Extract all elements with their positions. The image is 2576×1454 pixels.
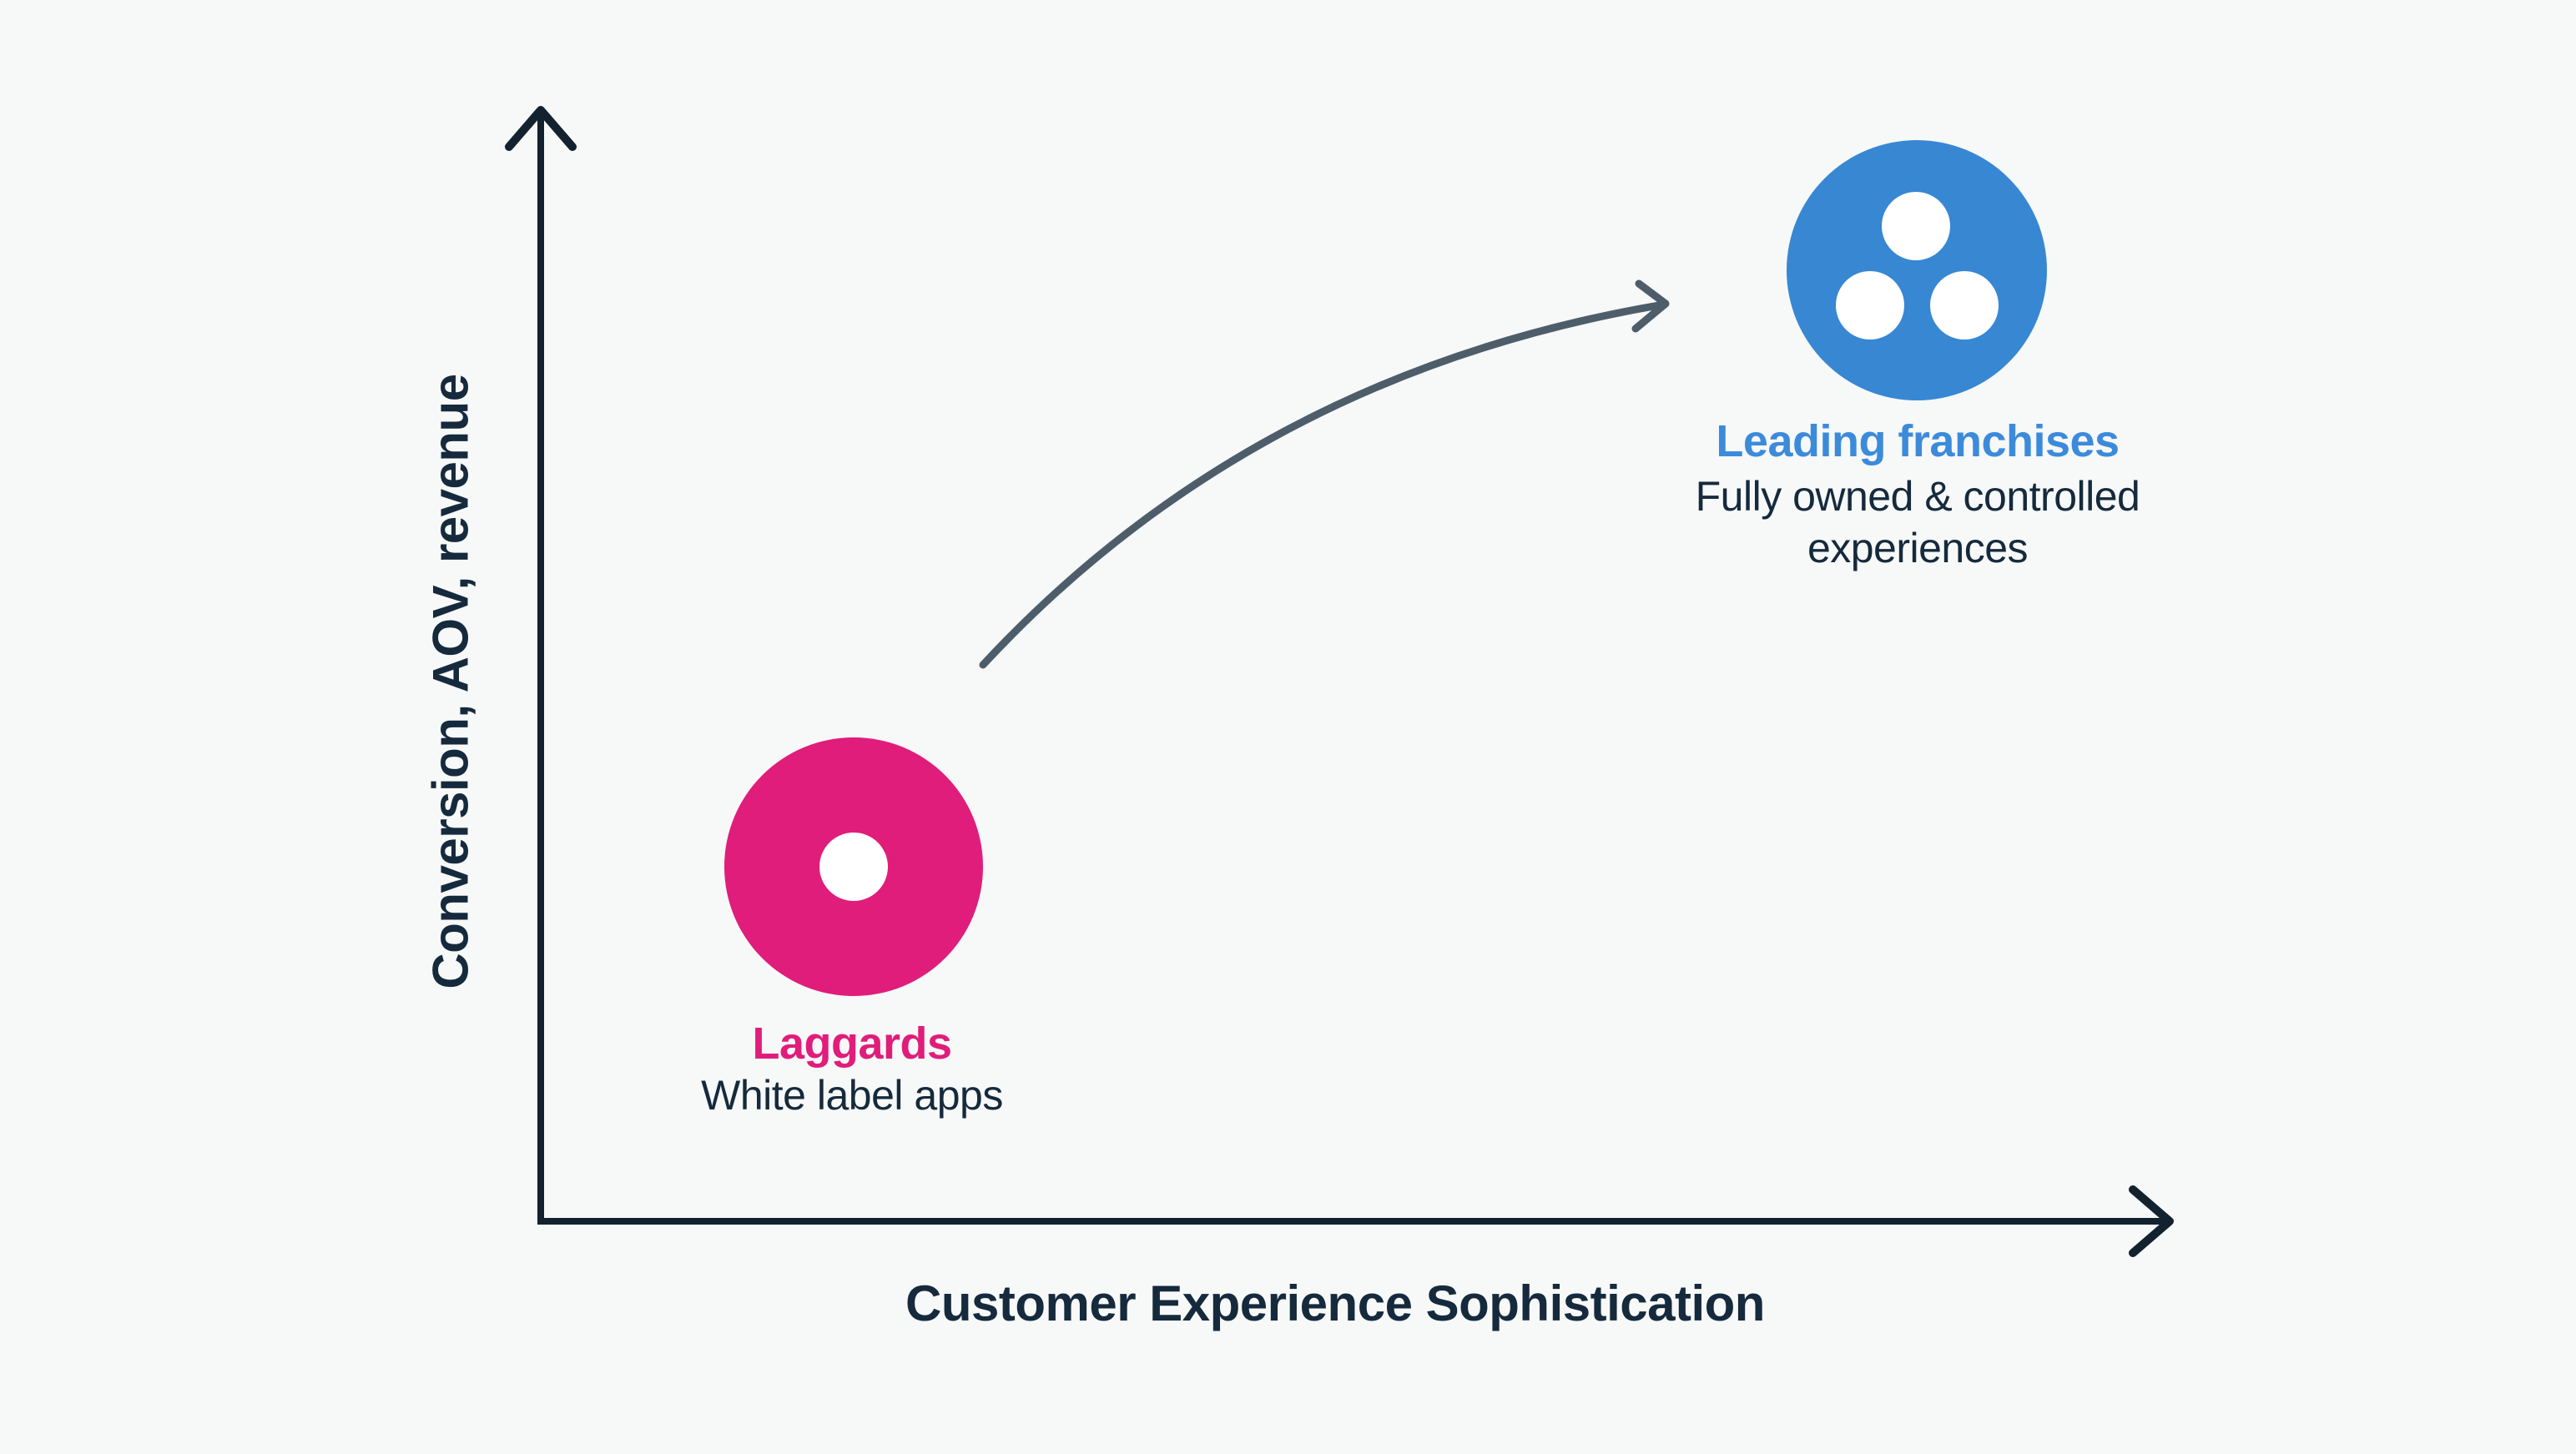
x-axis-label: Customer Experience Sophistication [905, 1275, 1765, 1331]
y-axis-arrowhead-icon [505, 106, 577, 151]
leading-franchises-label: Leading franchises [1716, 416, 2120, 466]
laggards-label: Laggards [752, 1019, 952, 1069]
leading-marker-circle [1787, 140, 2047, 400]
x-axis-arrowhead-icon [2129, 1185, 2174, 1257]
leading-franchises-description: Fully owned & controlled experiences [1695, 473, 2140, 571]
leading-marker-dot-top [1882, 192, 1950, 260]
y-axis-label: Conversion, AOV, revenue [422, 374, 479, 989]
laggards-marker-icon [724, 737, 983, 996]
leading-marker-dot-right [1930, 271, 1999, 340]
trajectory-arrow-curve [979, 301, 1663, 669]
laggards-marker-hole [819, 833, 888, 901]
leading-franchises-marker-icon [1787, 140, 2047, 400]
trajectory-arrowhead-icon [1631, 279, 1670, 333]
axis-lines [537, 113, 2165, 1225]
leading-marker-dot-left [1836, 271, 1904, 340]
laggards-description: White label apps [701, 1072, 1003, 1119]
